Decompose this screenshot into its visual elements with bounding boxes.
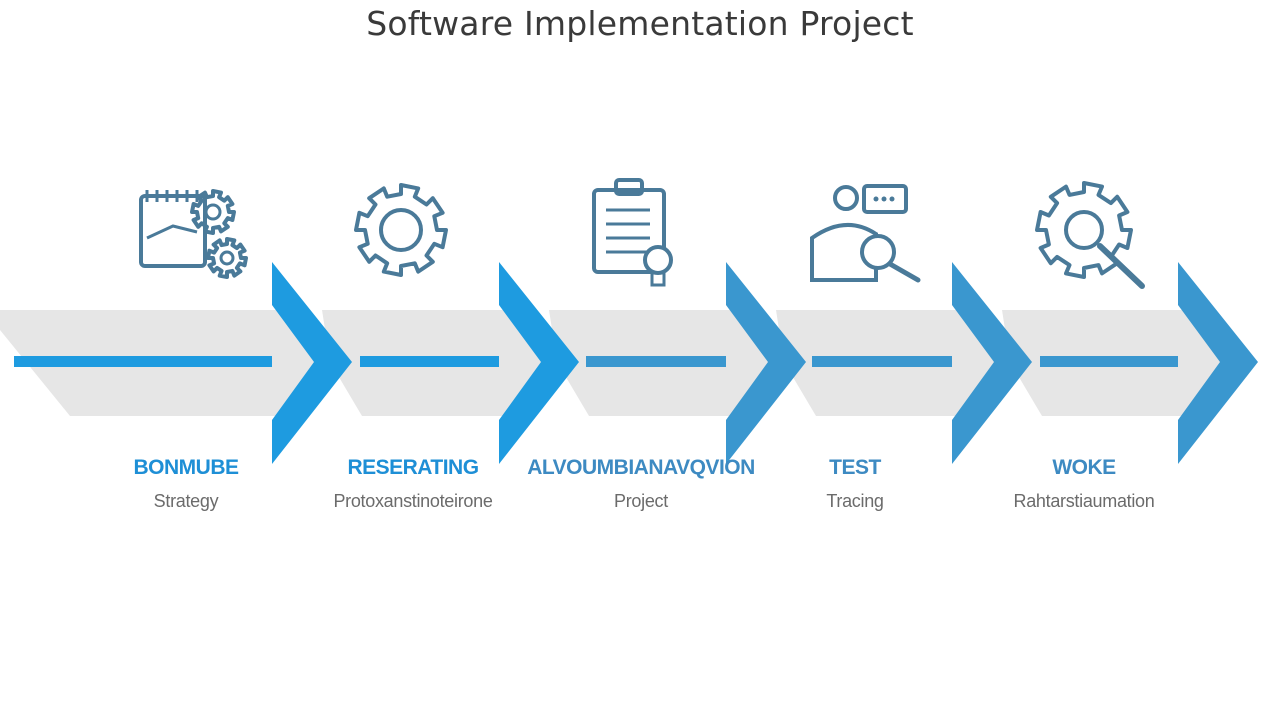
process-line — [586, 356, 726, 367]
stage-label: ALVOUMBIANAVQVION — [527, 456, 755, 479]
stage-label: WOKE — [1052, 456, 1116, 479]
process-line — [812, 356, 952, 367]
stage-icons — [139, 178, 1145, 289]
gear-search-icon — [1035, 181, 1145, 289]
stage-sublabel: Rahtarstiaumation — [1013, 491, 1155, 511]
stage-sublabel: Protoxanstinoteirone — [333, 491, 493, 511]
process-line — [1040, 356, 1178, 367]
stage-label: BONMUBE — [133, 456, 240, 479]
chevron-arrow — [726, 262, 806, 464]
clipboard-checklist-icon — [592, 178, 673, 287]
page-title: Software Implementation Project — [366, 4, 914, 43]
user-search-icon — [810, 184, 921, 283]
process-line — [14, 356, 272, 367]
calendar-gears-icon — [139, 189, 248, 279]
process-line — [360, 356, 499, 367]
chevron-arrow — [499, 262, 579, 464]
process-lines — [14, 356, 1178, 367]
chevron-arrow — [952, 262, 1032, 464]
stage-sublabel: Tracing — [826, 491, 884, 511]
stage-label: RESERATING — [347, 456, 479, 479]
stage-sublabel: Strategy — [153, 491, 219, 511]
chevron-arrow — [1178, 262, 1258, 464]
chevron-arrow — [272, 262, 352, 464]
gear-icon — [354, 183, 448, 277]
process-chevrons — [272, 262, 1258, 464]
stage-label: TEST — [829, 456, 881, 479]
stage-sublabel: Project — [614, 491, 668, 511]
